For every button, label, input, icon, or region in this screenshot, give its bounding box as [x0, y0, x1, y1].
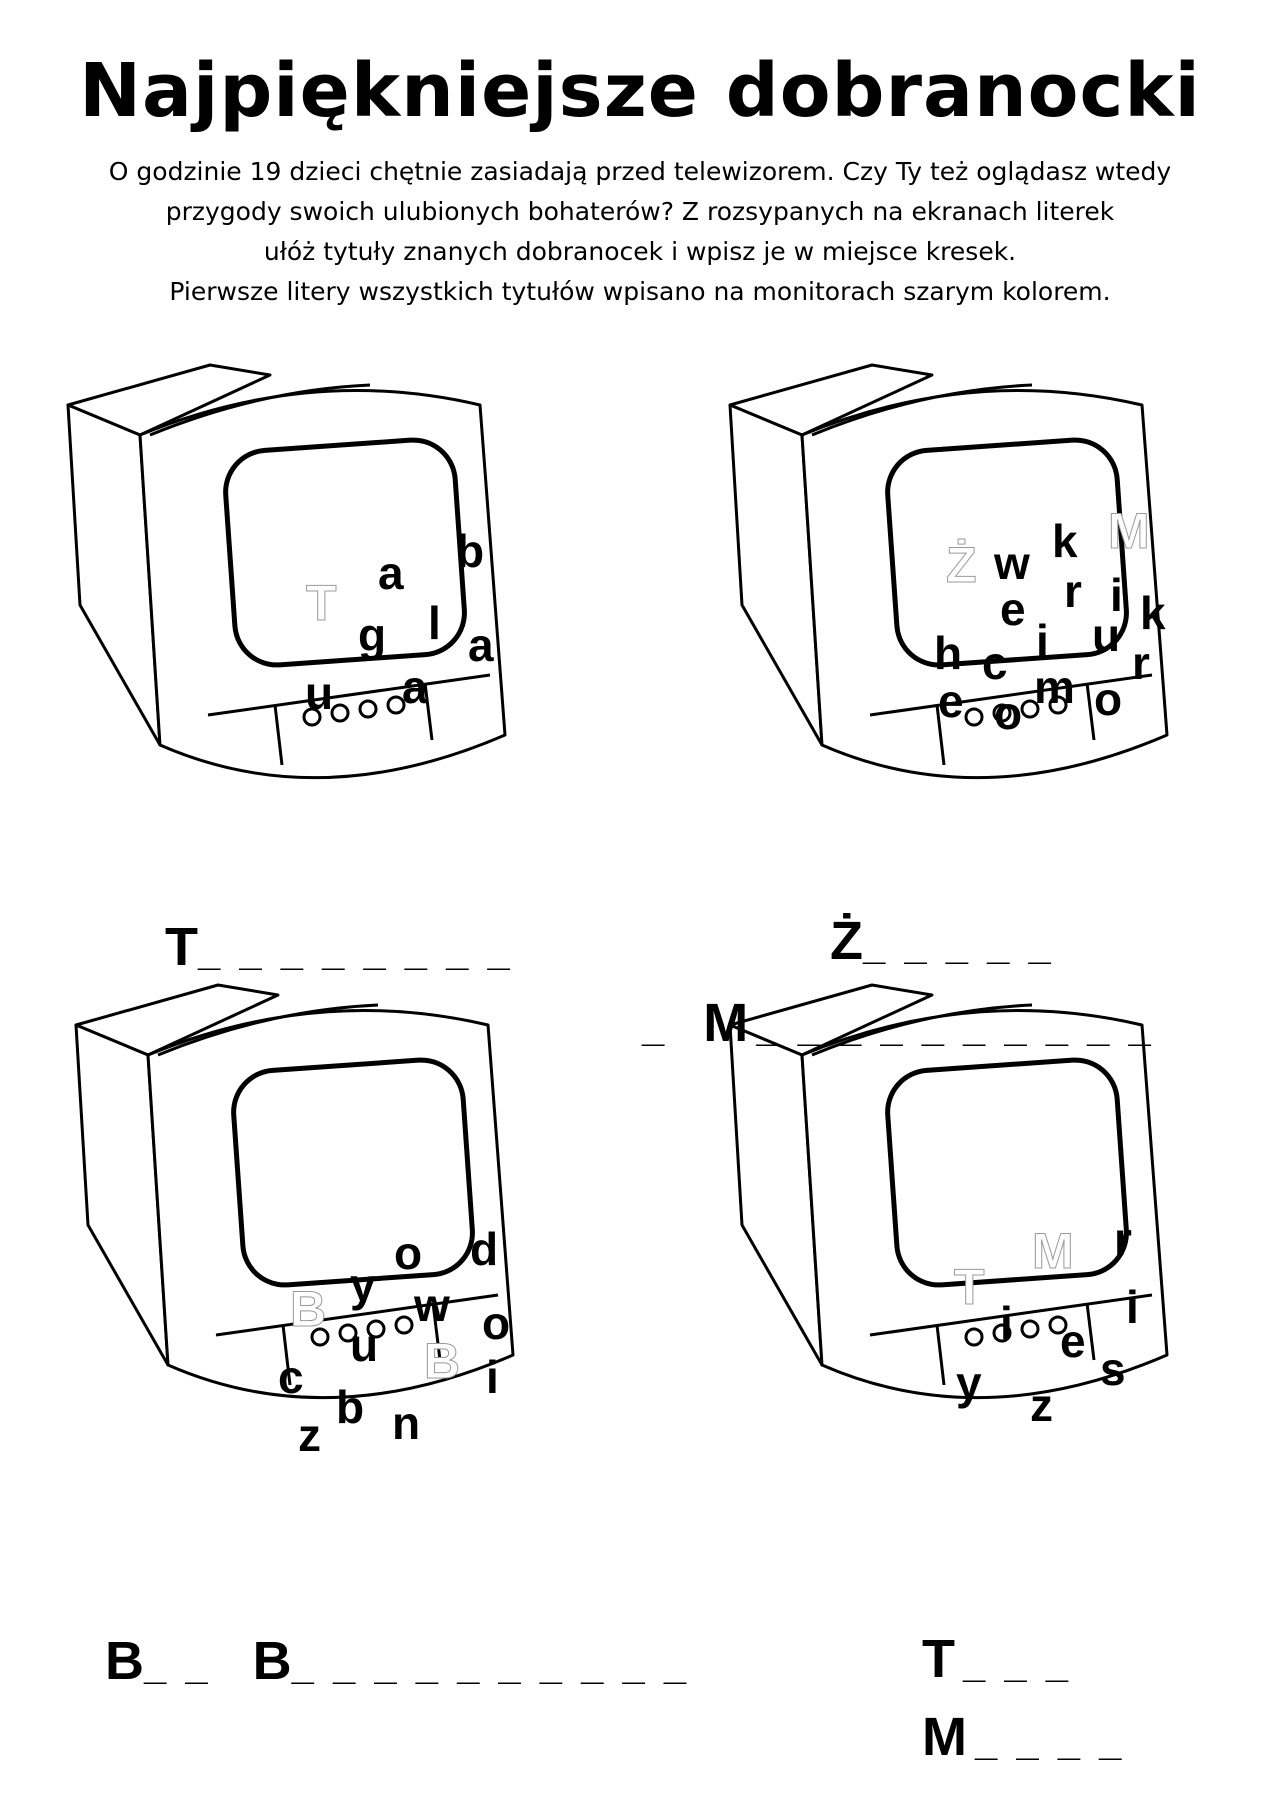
screen-letter: y	[350, 1259, 376, 1311]
screen-letter: i	[1126, 1281, 1139, 1333]
screen-letter: i	[1000, 1297, 1013, 1349]
screen-hint-letter: M	[1032, 1223, 1075, 1279]
answer-first-letter: M	[703, 993, 749, 1053]
answer-line-5[interactable]: T_ _ _	[922, 1632, 1072, 1686]
instructions-line: przygody swoich ulubionych bohaterów? Z …	[165, 197, 1115, 226]
answer-blanks[interactable]: _ _ _ _	[974, 1720, 1126, 1764]
answer-blanks[interactable]: _ _ _ _ _ _ _ _ _ _	[291, 1644, 691, 1688]
instructions-line: O godzinie 19 dzieci chętnie zasiadają p…	[108, 157, 1172, 186]
screen-letter: g	[358, 609, 387, 661]
tv-monitor-3	[74, 983, 515, 1400]
screen-letter: m	[1034, 661, 1075, 713]
answer-blanks[interactable]: _	[642, 1006, 669, 1050]
answer-blanks[interactable]: _ _ _ _ _	[863, 924, 1055, 968]
screen-letter: e	[1060, 1315, 1086, 1367]
answer-first-letter: B	[252, 1631, 292, 1691]
answer-line-6[interactable]: M_ _ _ _	[922, 1710, 1125, 1764]
screen-letter: e	[938, 675, 964, 727]
screen-letter: s	[1100, 1343, 1126, 1395]
answer-blanks[interactable]: _ _ _	[963, 1642, 1072, 1686]
screen-letter: c	[982, 637, 1008, 689]
answer-line-4[interactable]: B_ _ B_ _ _ _ _ _ _ _ _ _	[105, 1634, 690, 1688]
screen-letter: k	[1052, 515, 1078, 567]
screen-letter: d	[470, 1223, 499, 1275]
screen-letter: a	[402, 661, 428, 713]
answer-first-letter: T	[922, 1629, 955, 1689]
instructions: O godzinie 19 dzieci chętnie zasiadają p…	[40, 152, 1240, 312]
screen-letter: a	[468, 619, 494, 671]
screen-hint-letter: B	[423, 1333, 461, 1389]
screen-letter: i	[1110, 569, 1123, 621]
answer-line-2[interactable]: Ż_ _ _ _ _	[830, 914, 1055, 968]
screen-letter: w	[994, 537, 1030, 589]
screen-letter: n	[392, 1397, 421, 1449]
screen-letter: z	[298, 1409, 321, 1461]
answer-first-letter: Ż	[830, 911, 863, 971]
tv-monitor-4	[728, 983, 1169, 1400]
screen-hint-letter: B	[289, 1281, 327, 1337]
screen-letter: k	[1140, 587, 1166, 639]
screen-hint-letter: M	[1108, 503, 1151, 559]
screen-letter: o	[394, 1227, 423, 1279]
screen-letter: h	[934, 627, 963, 679]
screen-letter: u	[1092, 609, 1121, 661]
screen-letter: z	[1030, 1379, 1053, 1431]
answer-blanks[interactable]: _ _ _ _ _ _ _ _ _ _	[756, 1006, 1155, 1050]
screen-letter: o	[994, 687, 1023, 739]
answer-line-1[interactable]: T_ _ _ _ _ _ _ _	[165, 920, 514, 974]
screen-letter: u	[305, 667, 334, 719]
screen-letter: i	[486, 1351, 499, 1403]
screen-letter: l	[428, 597, 441, 649]
screen-letter: y	[956, 1357, 982, 1409]
screen-letter: o	[482, 1297, 511, 1349]
screen-letter: u	[350, 1319, 379, 1371]
answer-first-letter: B	[105, 1631, 144, 1691]
screen-hint-letter: T	[954, 1259, 986, 1315]
screen-letter: c	[278, 1351, 304, 1403]
screen-letter: b	[456, 525, 485, 577]
screen-hint-letter: Ż	[946, 537, 978, 593]
answer-blanks[interactable]: _ _	[144, 1644, 212, 1688]
screen-letter: w	[414, 1279, 450, 1331]
screen-letter: b	[336, 1381, 365, 1433]
screen-letter: r	[1064, 565, 1082, 617]
instructions-line: Pierwsze litery wszystkich tytułów wpisa…	[169, 277, 1111, 306]
page-title: Najpiękniejsze dobranocki	[79, 48, 1201, 134]
screen-letter: r	[1114, 1213, 1132, 1265]
answer-first-letter: T	[165, 917, 198, 977]
screen-letter: o	[1094, 673, 1123, 725]
screen-letter: a	[378, 547, 404, 599]
instructions-line: ułóż tytuły znanych dobranocek i wpisz j…	[263, 237, 1017, 266]
screen-letter: r	[1132, 637, 1150, 689]
answer-first-letter: M	[922, 1707, 967, 1767]
answer-line-3[interactable]: _ M_ _ _ _ _ _ _ _ _ _	[642, 996, 1155, 1050]
screen-hint-letter: T	[306, 575, 338, 631]
screen-letter: e	[1000, 583, 1026, 635]
tv-monitor-2	[728, 363, 1169, 780]
answer-blanks[interactable]: _ _ _ _ _ _ _ _	[198, 930, 514, 974]
screen-letter: i	[1036, 615, 1049, 667]
tv-monitor-1	[66, 363, 507, 780]
